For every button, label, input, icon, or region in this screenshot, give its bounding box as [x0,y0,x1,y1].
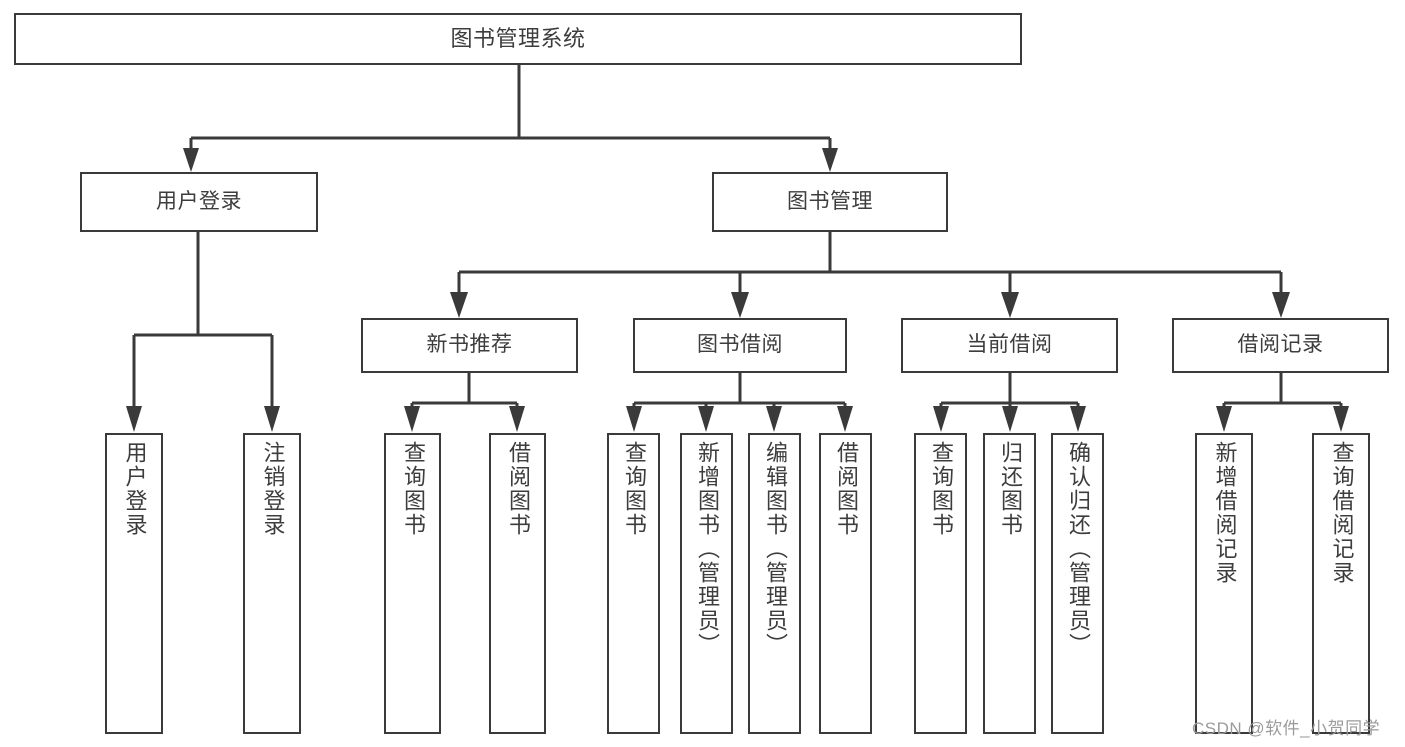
leaf-user-login-login[interactable]: 用户登录 [105,433,163,734]
node-book-management[interactable]: 图书管理 [712,172,948,232]
leaf-book-borrow-add[interactable]: 新增图书（管理员） [680,433,733,734]
node-book-borrow[interactable]: 图书借阅 [633,318,847,373]
csdn-watermark: CSDN @软件_小贺同学 [1192,719,1381,738]
node-label: 确认归还（管理员） [1065,441,1091,657]
leaf-book-borrow-borrow[interactable]: 借阅图书 [819,433,872,734]
node-label: 查询图书 [928,441,954,537]
node-label: 用户登录 [156,189,242,213]
node-label: 借阅图书 [833,441,859,537]
node-label: 编辑图书（管理员） [762,441,788,657]
node-label: 注销登录 [260,441,286,537]
leaf-new-book-borrow[interactable]: 借阅图书 [489,433,546,734]
node-label: 图书管理 [787,189,873,213]
node-label: 归还图书 [997,441,1023,537]
leaf-current-borrow-return[interactable]: 归还图书 [983,433,1036,734]
node-label: 查询图书 [621,441,647,537]
leaf-borrow-record-query[interactable]: 查询借阅记录 [1312,433,1370,734]
node-label: 新增图书（管理员） [694,441,720,657]
leaf-current-borrow-confirm-return[interactable]: 确认归还（管理员） [1051,433,1104,734]
node-label: 查询图书 [400,441,426,537]
leaf-current-borrow-query[interactable]: 查询图书 [914,433,967,734]
leaf-book-borrow-edit[interactable]: 编辑图书（管理员） [748,433,801,734]
node-label: 图书借阅 [697,333,783,357]
node-label: 新书推荐 [426,333,513,357]
node-label: 新增借阅记录 [1212,441,1238,585]
node-label: 当前借阅 [966,333,1053,357]
node-user-login[interactable]: 用户登录 [80,172,318,232]
node-label: 查询借阅记录 [1329,441,1355,585]
node-label: 用户登录 [122,441,148,537]
leaf-user-login-logout[interactable]: 注销登录 [243,433,301,734]
node-label: 借阅图书 [505,441,531,537]
node-current-borrow[interactable]: 当前借阅 [901,318,1118,373]
leaf-new-book-query[interactable]: 查询图书 [384,433,441,734]
node-label: 图书管理系统 [450,26,586,52]
leaf-borrow-record-add[interactable]: 新增借阅记录 [1195,433,1253,734]
node-new-book-recommend[interactable]: 新书推荐 [361,318,578,373]
node-borrow-record[interactable]: 借阅记录 [1172,318,1389,373]
node-root-system[interactable]: 图书管理系统 [14,13,1022,65]
node-label: 借阅记录 [1237,333,1324,357]
leaf-book-borrow-query[interactable]: 查询图书 [607,433,660,734]
